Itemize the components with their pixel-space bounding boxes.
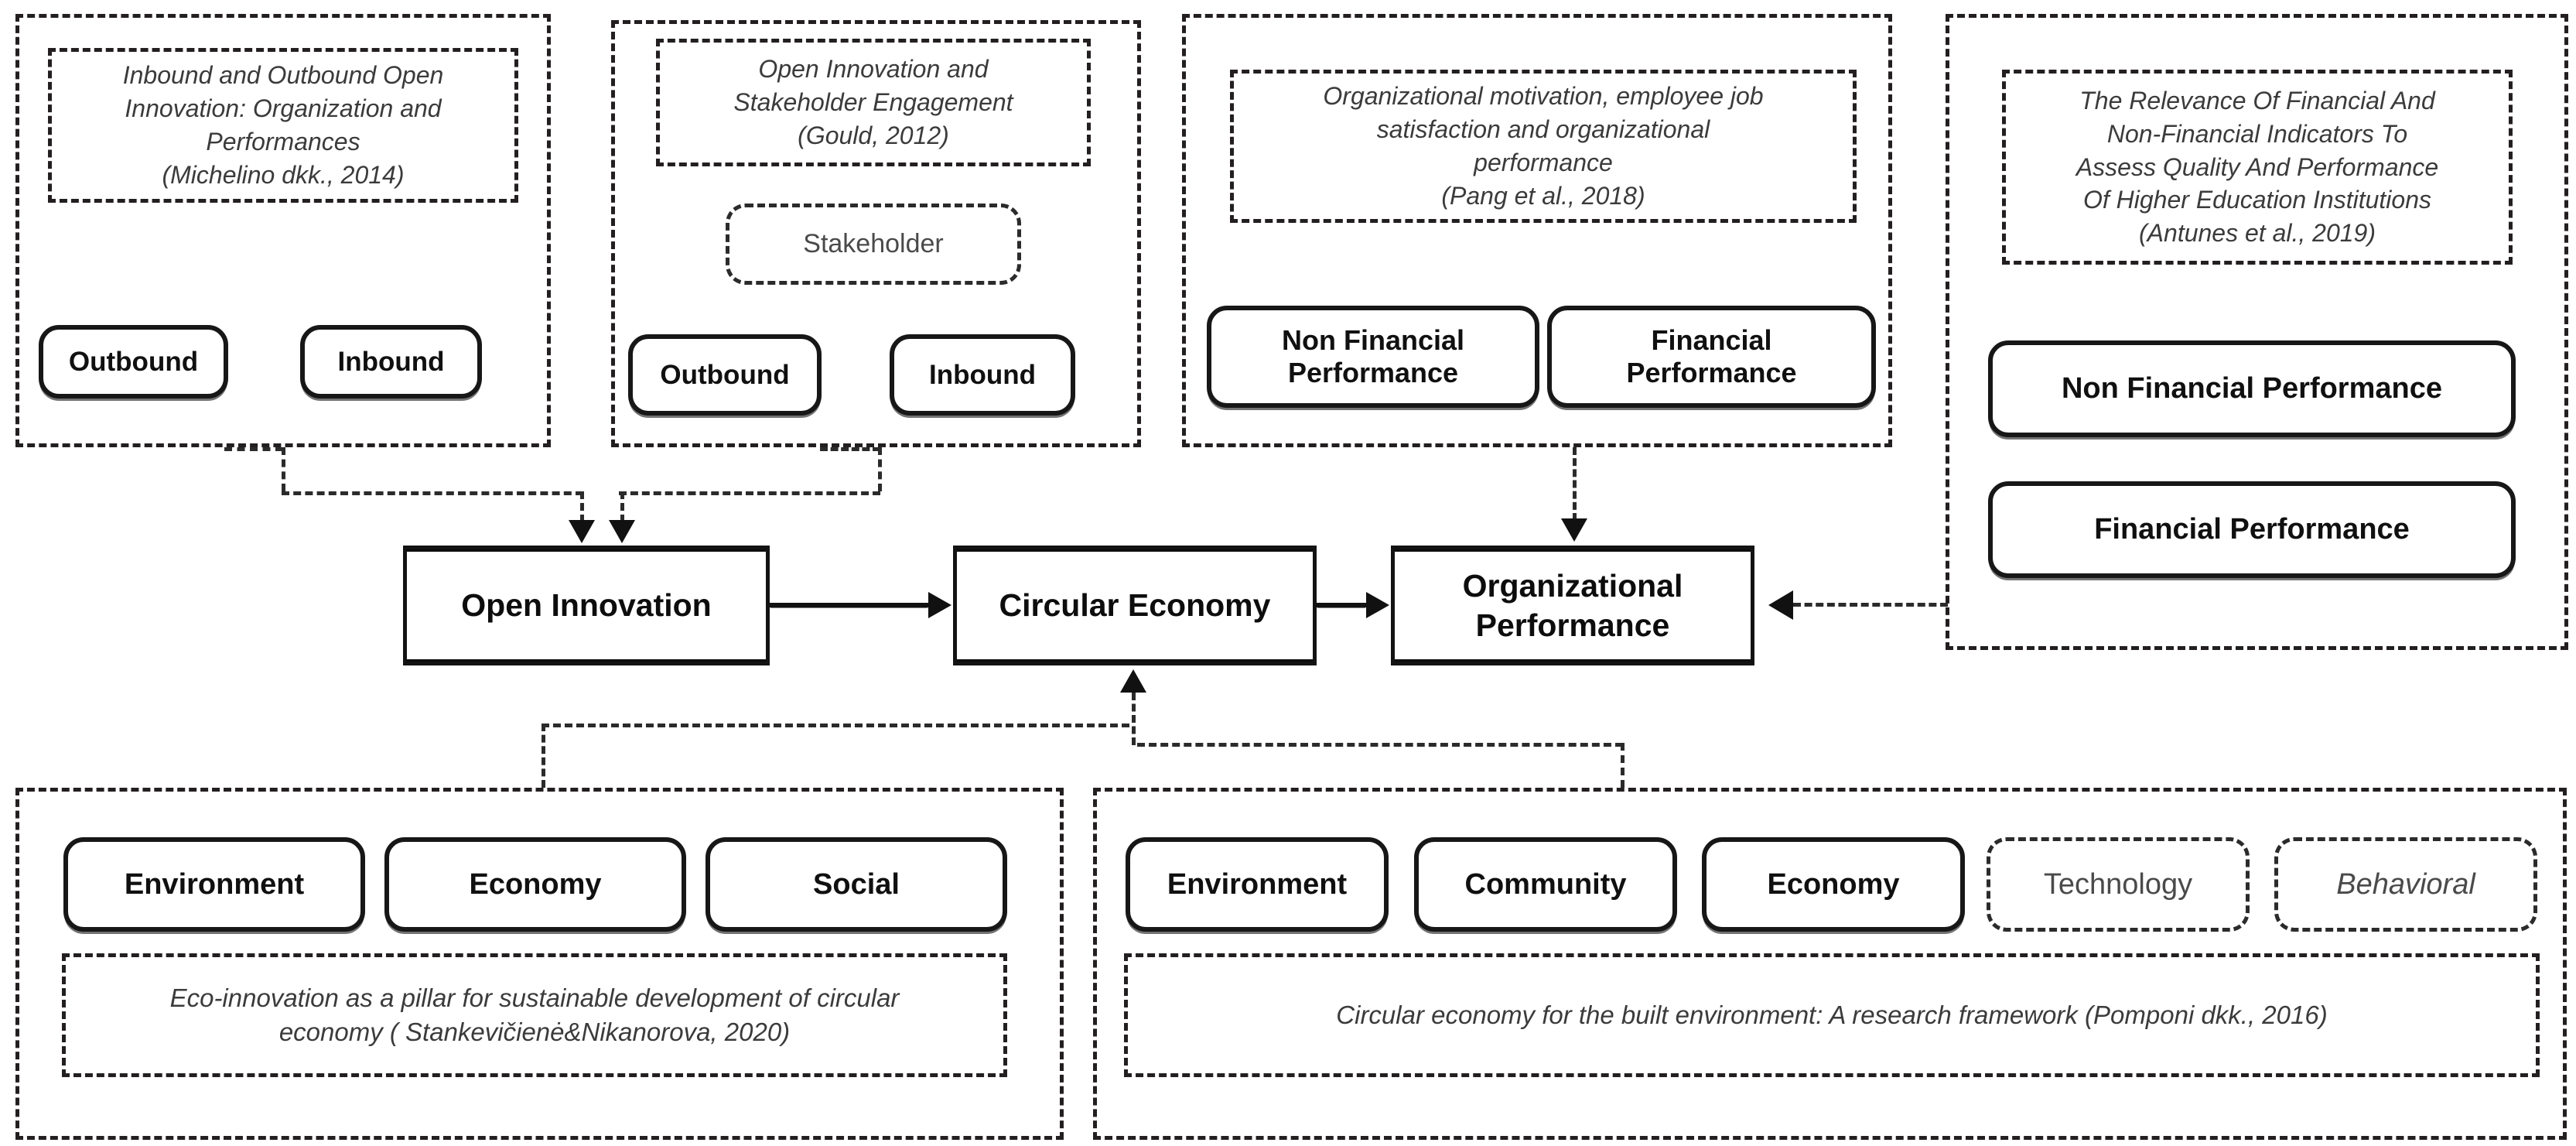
citation-line: Eco-innovation as a pillar for sustainab… [169, 983, 900, 1012]
citation-gould: Open Innovation and Stakeholder Engageme… [656, 39, 1091, 166]
arrow-p4-into-organizational-performance [1768, 590, 1793, 620]
chip-label-line1: Non Financial [1281, 323, 1465, 356]
chip-label-line2: Performance [1626, 357, 1797, 388]
citation-line: Of Higher Education Institutions [2082, 186, 2431, 214]
arrow-circular-economy-to-organizational-performance-line [1317, 603, 1366, 607]
chip-inbound-michelino[interactable]: Inbound [300, 325, 482, 399]
chip-label: Economy [1767, 867, 1900, 901]
chip-behavioral-pomponi[interactable]: Behavioral [2274, 837, 2537, 932]
connector-p3-vertical [1573, 447, 1577, 521]
connector-p2-drop [620, 491, 624, 522]
connector-p5-riser [542, 724, 545, 788]
citation-michelino: Inbound and Outbound Open Innovation: Or… [48, 48, 518, 203]
connector-p1-horizontal-top [224, 447, 283, 451]
core-node-label: Open Innovation [461, 587, 712, 624]
chip-label-line2: Performance [1287, 357, 1459, 388]
chip-economy-pomponi[interactable]: Economy [1702, 837, 1965, 932]
arrow-p3-into-organizational-performance [1561, 518, 1587, 542]
chip-outbound-gould[interactable]: Outbound [628, 334, 822, 416]
chip-non-financial-performance-antunes[interactable]: Non Financial Performance [1988, 340, 2516, 437]
core-node-organizational-performance[interactable]: Organizational Performance [1391, 546, 1754, 665]
citation-line: Innovation: Organization and [125, 94, 442, 123]
chip-social-stankeviciene[interactable]: Social [705, 837, 1007, 932]
citation-pomponi: Circular economy for the built environme… [1124, 953, 2540, 1077]
chip-label: Non Financial Performance [2061, 372, 2442, 405]
citation-line: Performances [206, 128, 360, 156]
arrow-p2-into-open-innovation [609, 520, 635, 543]
citation-line: (Pang et al., 2018) [1441, 181, 1645, 210]
core-node-open-innovation[interactable]: Open Innovation [403, 546, 770, 665]
study-panel-michelino [15, 14, 551, 447]
connector-p2-horizontal-bottom [619, 491, 880, 495]
chip-inbound-gould[interactable]: Inbound [890, 334, 1075, 416]
chip-outbound-michelino[interactable]: Outbound [39, 325, 228, 399]
citation-line: Stakeholder Engagement [733, 88, 1013, 117]
chip-financial-performance-pang[interactable]: Financial Performance [1547, 306, 1876, 408]
citation-line: performance [1474, 149, 1613, 176]
chip-label: Technology [2043, 867, 2193, 901]
connector-p6-horizontal [1137, 743, 1623, 747]
chip-label-line1: Financial [1651, 323, 1772, 356]
core-node-label: Circular Economy [999, 587, 1271, 624]
core-node-label-line1: Organizational [1462, 568, 1683, 604]
connector-p4-horizontal [1793, 603, 1948, 607]
citation-line: Assess Quality And Performance [2075, 152, 2439, 181]
citation-line: (Gould, 2012) [798, 121, 949, 149]
citation-antunes: The Relevance Of Financial And Non-Finan… [2002, 70, 2513, 265]
chip-label: Community [1464, 867, 1627, 901]
chip-label: Behavioral [2336, 867, 2475, 901]
chip-financial-performance-antunes[interactable]: Financial Performance [1988, 481, 2516, 578]
study-panel-pang [1182, 14, 1892, 447]
chip-label: Outbound [68, 346, 199, 377]
chip-economy-stankeviciene[interactable]: Economy [384, 837, 686, 932]
citation-line: The Relevance Of Financial And [2079, 86, 2435, 115]
chip-label: Social [813, 867, 900, 901]
chip-label: Stakeholder [803, 229, 944, 259]
arrow-bottom-into-circular-economy [1120, 669, 1146, 693]
chip-label: Economy [469, 867, 602, 901]
chip-community-pomponi[interactable]: Community [1414, 837, 1677, 932]
citation-line: (Michelino dkk., 2014) [162, 160, 405, 189]
chip-environment-pomponi[interactable]: Environment [1126, 837, 1389, 932]
chip-non-financial-performance-pang[interactable]: Non Financial Performance [1207, 306, 1539, 408]
citation-stankeviciene: Eco-innovation as a pillar for sustainab… [62, 953, 1007, 1077]
connector-p6-riser [1621, 743, 1625, 788]
citation-line: Organizational motivation, employee job [1323, 82, 1764, 111]
chip-technology-pomponi[interactable]: Technology [1987, 837, 2250, 932]
connector-bottom-joint-riser [1132, 693, 1136, 745]
chip-environment-stankeviciene[interactable]: Environment [63, 837, 365, 932]
study-panel-gould [611, 20, 1141, 447]
study-panel-stankeviciene [15, 788, 1064, 1140]
connector-p2-vertical [878, 447, 882, 491]
chip-label: Inbound [337, 346, 445, 377]
chip-label: Outbound [660, 359, 790, 390]
citation-line: Non-Financial Indicators To [2106, 119, 2408, 148]
chip-label: Inbound [928, 359, 1036, 390]
citation-line: (Antunes et al., 2019) [2139, 219, 2376, 248]
citation-pang: Organizational motivation, employee job … [1230, 70, 1857, 223]
connector-p1-vertical [282, 447, 285, 491]
citation-line: Circular economy for the built environme… [1336, 1000, 2328, 1029]
chip-label: Financial Performance [2094, 513, 2410, 546]
chip-label: Environment [1167, 867, 1348, 901]
study-panel-pomponi [1093, 788, 2567, 1140]
core-node-circular-economy[interactable]: Circular Economy [953, 546, 1317, 665]
citation-line: economy ( Stankevičienė&Nikanorova, 2020… [278, 1018, 791, 1046]
arrow-open-innovation-to-circular-economy-line [770, 603, 928, 607]
chip-label: Environment [124, 867, 305, 901]
arrow-p1-into-open-innovation [569, 520, 595, 543]
citation-line: Inbound and Outbound Open [122, 61, 444, 90]
core-node-label-line2: Performance [1475, 607, 1670, 643]
connector-p5-horizontal [542, 724, 1129, 727]
connector-p1-horizontal-bottom [282, 491, 583, 495]
chip-stakeholder[interactable]: Stakeholder [726, 204, 1021, 285]
study-panel-antunes [1946, 14, 2568, 650]
connector-p2-horizontal-top [820, 447, 880, 451]
citation-line: Open Innovation and [758, 55, 989, 84]
connector-p1-drop [580, 491, 584, 522]
arrow-circular-economy-to-organizational-performance-head [1366, 592, 1389, 618]
arrow-open-innovation-to-circular-economy-head [928, 592, 951, 618]
citation-line: satisfaction and organizational [1376, 115, 1710, 144]
